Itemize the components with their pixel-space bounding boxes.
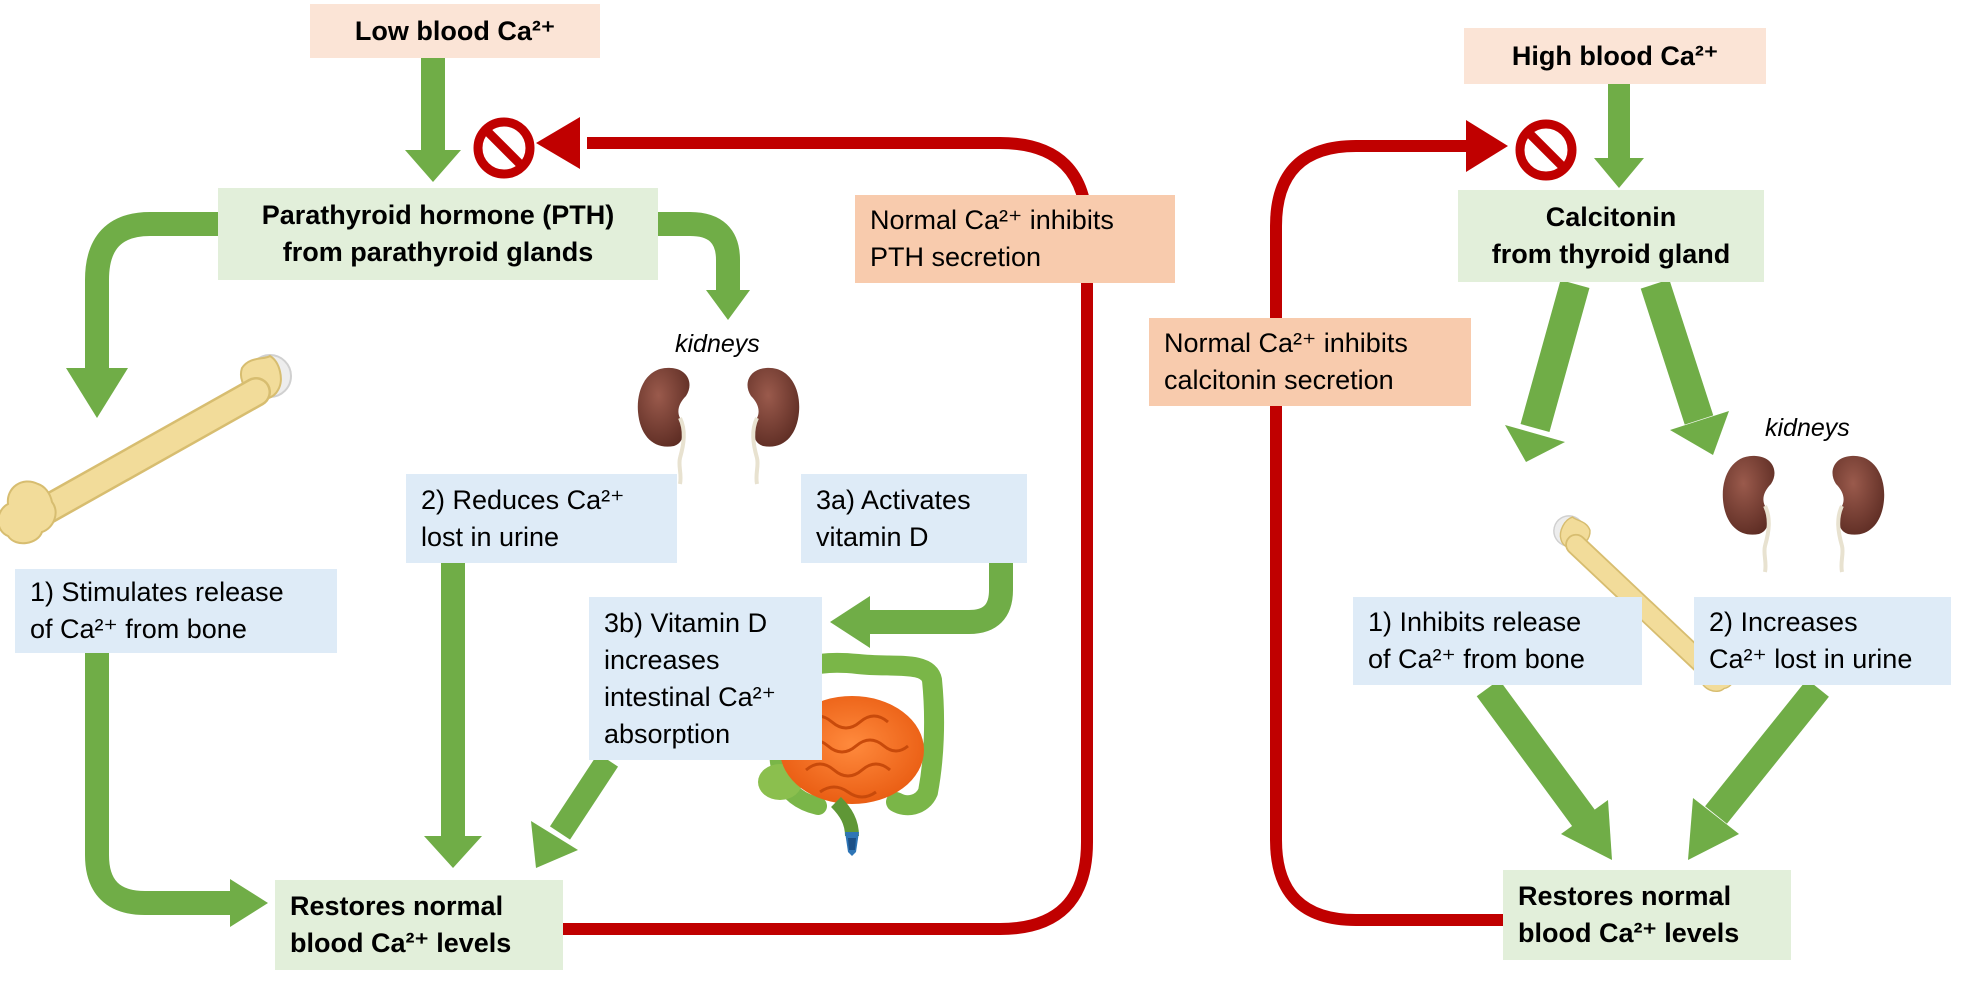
calcitonin-hormone-box: Calcitonin from thyroid gland: [1458, 190, 1764, 282]
effect-intestinal-absorption: 3b) Vitamin D increases intestinal Ca²⁺ …: [589, 597, 822, 760]
restores-normal-levels-left: Restores normal blood Ca²⁺ levels: [275, 880, 563, 970]
kidneys-illustration: [1720, 453, 1887, 574]
pth-hormone-box: Parathyroid hormone (PTH) from parathyro…: [218, 188, 658, 280]
bone-illustration: [0, 355, 291, 543]
low-blood-calcium-trigger: Low blood Ca²⁺: [310, 4, 600, 58]
kidneys-label: kidneys: [675, 330, 760, 358]
restores-normal-levels-right: Restores normal blood Ca²⁺ levels: [1503, 870, 1791, 960]
high-blood-calcium-trigger: High blood Ca²⁺: [1464, 28, 1766, 84]
effect-release-from-bone: 1) Stimulates release of Ca²⁺ from bone: [15, 569, 337, 653]
effect-inhibit-bone-release: 1) Inhibits release of Ca²⁺ from bone: [1353, 597, 1642, 685]
pth-feedback-arrowhead: [536, 117, 580, 169]
calcitonin-stimulation-arrows: [1476, 84, 1829, 860]
no-entry-icon: [473, 117, 535, 179]
kidneys-illustration: [635, 365, 802, 486]
kidneys-label: kidneys: [1765, 414, 1850, 442]
pth-feedback-loop: [473, 117, 1093, 935]
no-entry-icon: [1515, 119, 1577, 181]
pth-stimulation-arrows: [66, 58, 1013, 927]
pth-feedback-note: Normal Ca²⁺ inhibits PTH secretion: [855, 195, 1175, 283]
calcitonin-feedback-loop: [1270, 119, 1577, 926]
effect-reduce-urine-loss: 2) Reduces Ca²⁺ lost in urine: [406, 474, 677, 563]
effect-increase-urine-loss: 2) Increases Ca²⁺ lost in urine: [1694, 597, 1951, 685]
calcitonin-feedback-note: Normal Ca²⁺ inhibits calcitonin secretio…: [1149, 318, 1471, 406]
effect-activate-vitamin-d: 3a) Activates vitamin D: [801, 474, 1027, 563]
calcitonin-feedback-arrowhead: [1466, 120, 1508, 172]
